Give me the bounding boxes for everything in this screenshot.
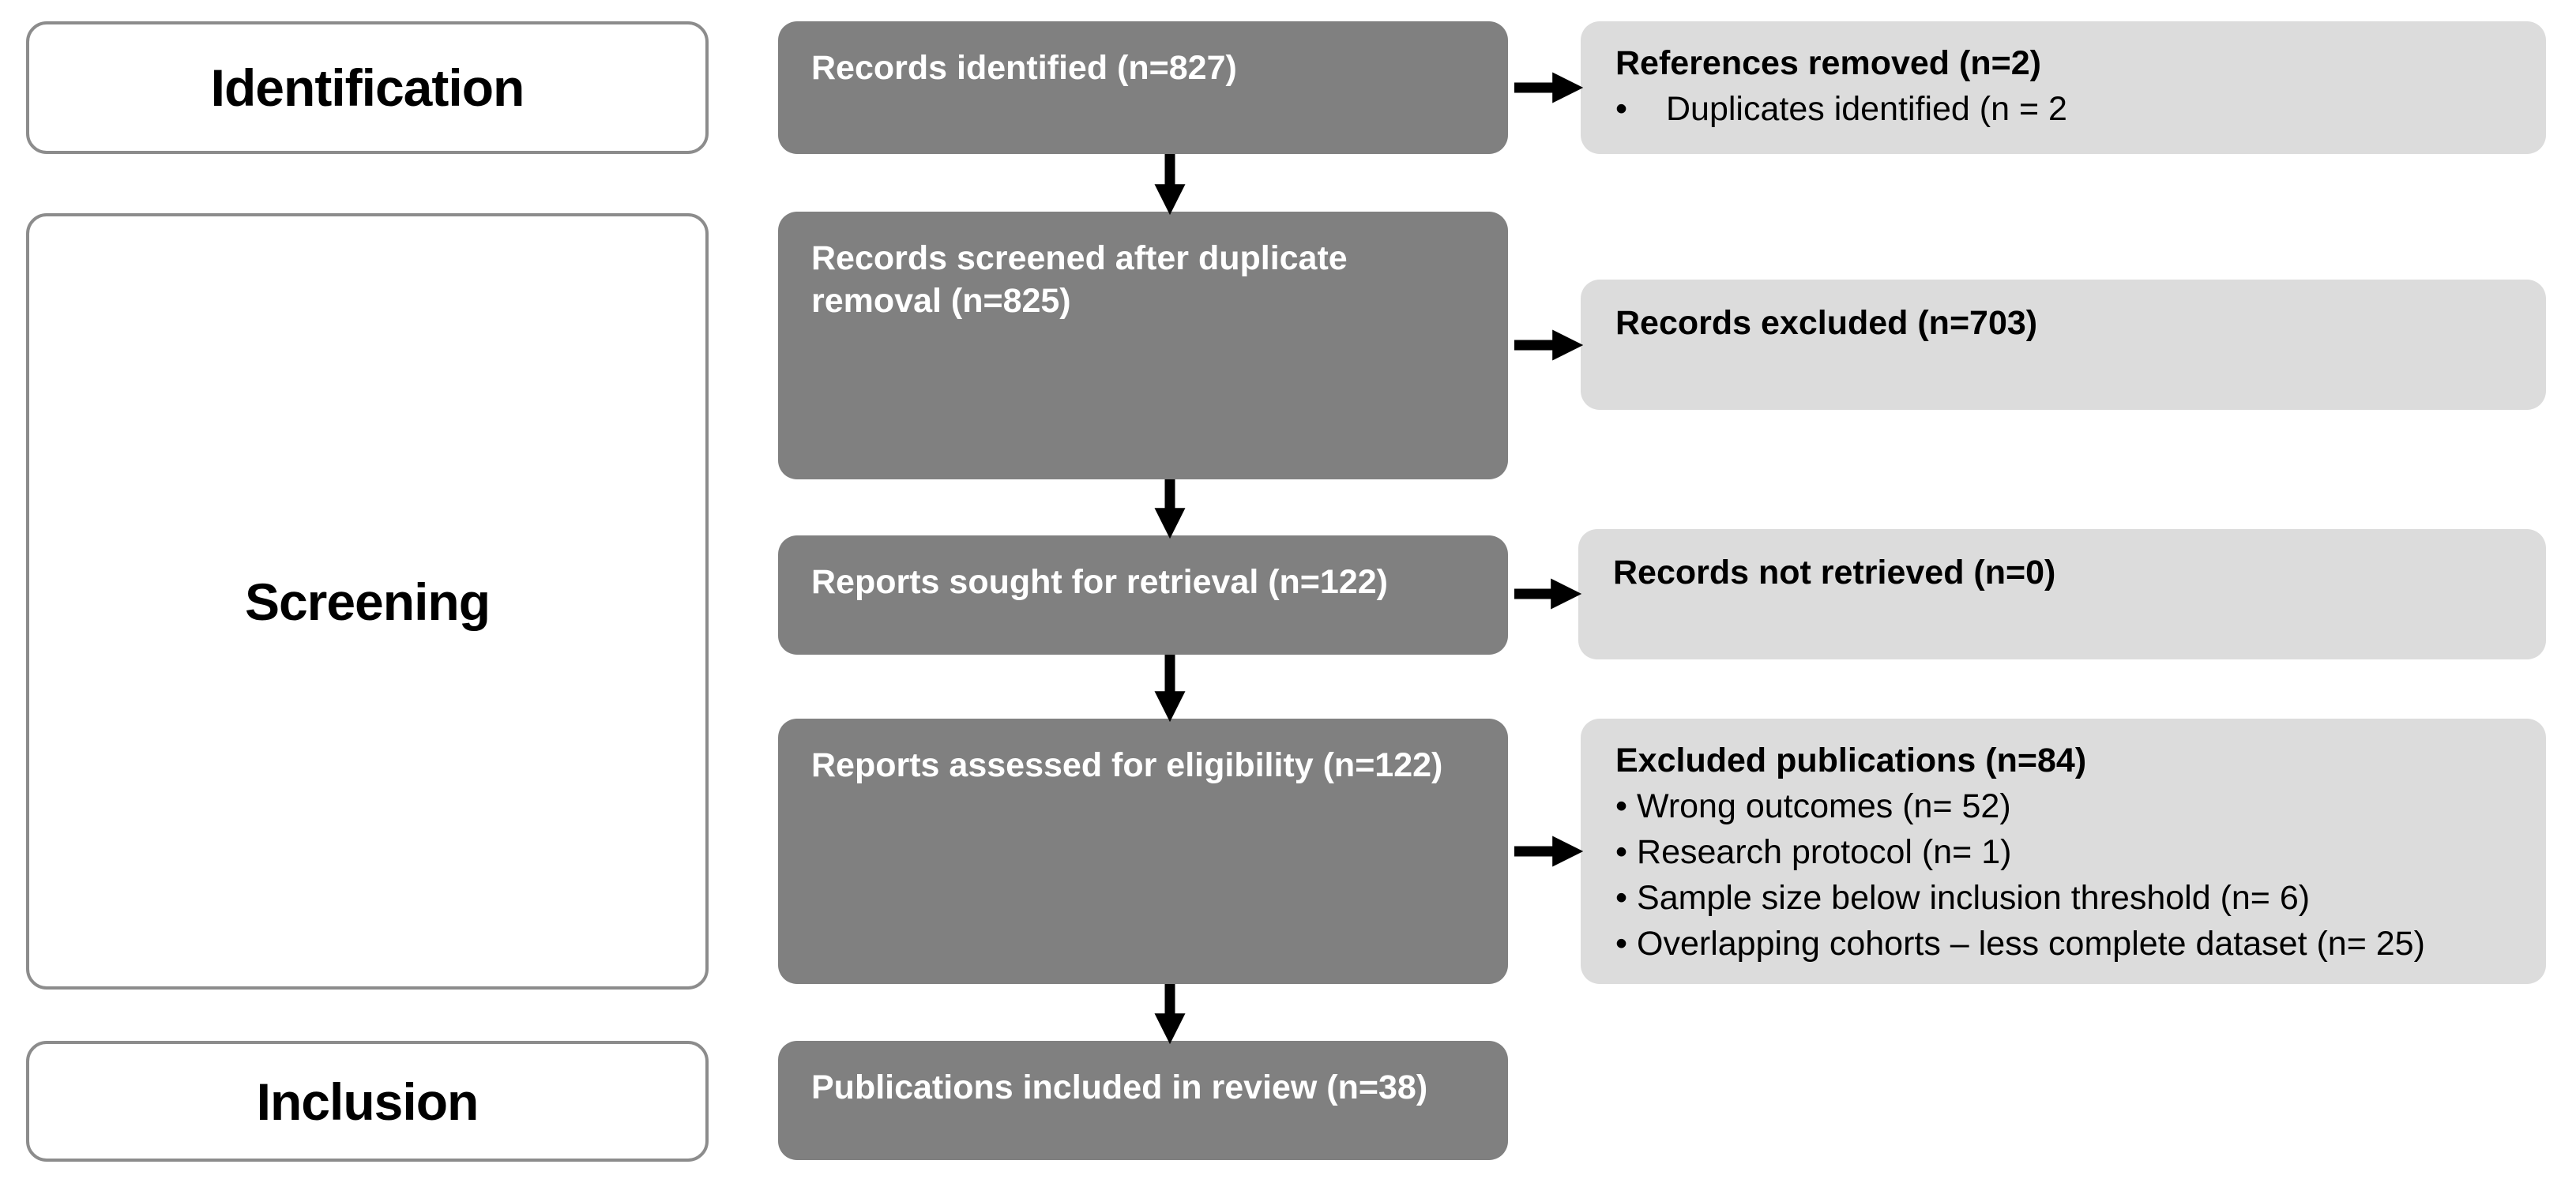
list-item: • Sample size below inclusion threshold … — [1615, 879, 2311, 917]
side-references-removed-title: References removed (n=2) — [1615, 44, 2041, 82]
list-item-text: Sample size below inclusion threshold (n… — [1637, 879, 2311, 917]
phase-identification-label: Identification — [210, 58, 525, 117]
side-excluded-publications-list: • Wrong outcomes (n= 52) • Research prot… — [1615, 783, 2522, 967]
step-reports-sought-text: Reports sought for retrieval (n=122) — [811, 563, 1388, 601]
list-item: • Research protocol (n= 1) — [1615, 833, 2012, 871]
phase-screening: Screening — [26, 213, 709, 990]
step-reports-assessed-text: Reports assessed for eligibility (n=122) — [811, 746, 1443, 784]
step-reports-assessed: Reports assessed for eligibility (n=122) — [778, 719, 1508, 984]
side-records-excluded: Records excluded (n=703) — [1581, 280, 2546, 410]
step-records-identified-text: Records identified (n=827) — [811, 49, 1237, 87]
list-item: • Overlapping cohorts – less complete da… — [1615, 925, 2425, 963]
step-reports-sought: Reports sought for retrieval (n=122) — [778, 535, 1508, 655]
list-item-text: Wrong outcomes (n= 52) — [1637, 787, 2011, 825]
phase-screening-label: Screening — [244, 572, 491, 631]
phase-inclusion: Inclusion — [26, 1041, 709, 1162]
side-excluded-publications-title: Excluded publications (n=84) — [1615, 742, 2087, 779]
side-records-excluded-title: Records excluded (n=703) — [1615, 304, 2038, 342]
step-publications-included: Publications included in review (n=38) — [778, 1041, 1508, 1160]
list-item-text: Research protocol (n= 1) — [1637, 833, 2012, 871]
list-item: • Wrong outcomes (n= 52) — [1615, 787, 2011, 825]
side-excluded-publications: Excluded publications (n=84) • Wrong out… — [1581, 719, 2546, 984]
list-item: •Duplicates identified (n = 2 — [1615, 90, 2067, 128]
step-records-screened-text: Records screened after duplicate removal… — [811, 239, 1348, 320]
side-references-removed: References removed (n=2) •Duplicates ide… — [1581, 21, 2546, 154]
phase-inclusion-label: Inclusion — [256, 1072, 479, 1131]
list-item-text: Duplicates identified (n = 2 — [1666, 90, 2067, 128]
phase-identification: Identification — [26, 21, 709, 154]
step-records-identified: Records identified (n=827) — [778, 21, 1508, 154]
list-item-text: Overlapping cohorts – less complete data… — [1637, 925, 2425, 963]
step-publications-included-text: Publications included in review (n=38) — [811, 1068, 1428, 1106]
side-records-not-retrieved: Records not retrieved (n=0) — [1578, 529, 2546, 659]
step-records-screened: Records screened after duplicate removal… — [778, 212, 1508, 479]
side-references-removed-list: •Duplicates identified (n = 2 — [1615, 86, 2522, 132]
side-records-not-retrieved-title: Records not retrieved (n=0) — [1613, 554, 2056, 592]
